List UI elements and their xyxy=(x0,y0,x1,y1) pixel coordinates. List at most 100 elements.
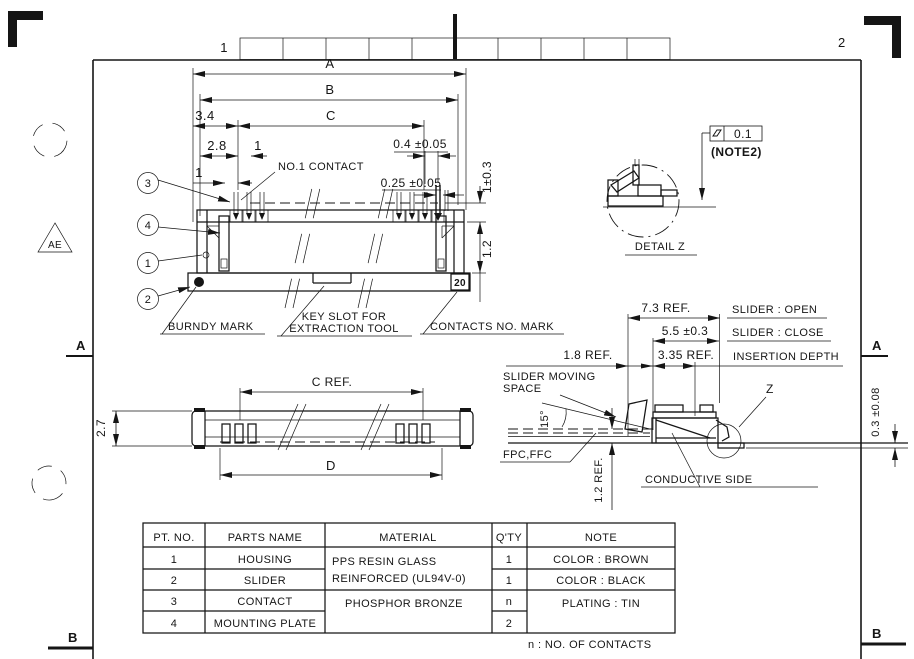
header-pt-no: PT. NO. xyxy=(153,532,194,544)
front-view-dimensions: A B 3.4 C 2.8 1 1 0.4 ±0.05 0.25 ±0.05 xyxy=(193,56,494,273)
key-slot-label-1: KEY SLOT FOR xyxy=(302,311,386,323)
parts-table-rows: 1 HOUSING 1 COLOR : BROWN 2 SLIDER 1 COL… xyxy=(171,554,649,630)
front-view-linework xyxy=(187,185,471,309)
flatness-symbol-icon xyxy=(712,129,722,137)
registration-circle-top xyxy=(32,122,68,158)
conductive-side-label: CONDUCTIVE SIDE xyxy=(645,474,752,486)
bottom-view: C REF. 2.7 D xyxy=(94,375,474,480)
cell-pt-1: 1 xyxy=(171,554,178,566)
detail-circle xyxy=(606,164,680,238)
cell-qty-3: n xyxy=(506,596,513,608)
dim-a-label: A xyxy=(325,56,334,71)
detail-z-title: DETAIL Z xyxy=(635,241,685,253)
cell-pt-2: 2 xyxy=(171,575,178,587)
contacts-count-label: 20 xyxy=(454,278,466,289)
dim-3-35-label: 3.35 REF. xyxy=(658,348,714,362)
balloon-3: 3 xyxy=(145,178,152,190)
header-material: MATERIAL xyxy=(379,532,436,544)
key-slot-label-2: EXTRACTION TOOL xyxy=(289,323,399,335)
dim-2-7-label: 2.7 xyxy=(94,419,108,437)
center-fold-tick xyxy=(453,14,457,59)
balloon-4: 4 xyxy=(145,220,152,232)
dim-1-left-label: 1 xyxy=(195,165,203,180)
angle-15-label: 15° xyxy=(539,410,551,428)
bottom-view-linework xyxy=(191,403,474,451)
dim-7-3-label: 7.3 REF. xyxy=(641,301,690,315)
grid-ref-left-a: A xyxy=(76,338,86,353)
balloon-2: 2 xyxy=(145,294,152,306)
table-footnote: n : NO. OF CONTACTS xyxy=(528,639,652,651)
detail-z-linework xyxy=(603,159,716,208)
parts-table-grid xyxy=(142,522,676,634)
registration-circle-bottom xyxy=(31,465,67,501)
cell-pt-4: 4 xyxy=(171,618,178,630)
cell-qty-4: 2 xyxy=(506,618,513,630)
contacts-number-box xyxy=(450,273,470,291)
contact-pins xyxy=(233,185,449,221)
cell-note-1: COLOR : BROWN xyxy=(553,554,649,566)
cell-qty-1: 1 xyxy=(506,554,513,566)
note2-label: (NOTE2) xyxy=(711,145,762,159)
side-view-linework xyxy=(508,399,908,459)
side-view-callouts: SLIDER MOVING SPACE 15° FPC,FFC Z CONDUC… xyxy=(500,371,818,488)
flatness-value: 0.1 xyxy=(734,127,752,141)
front-view-extension-lines xyxy=(192,68,486,302)
dim-1-2-ref-label: 1.2 REF. xyxy=(593,457,605,502)
z-detail-circle xyxy=(706,423,742,459)
dim-1-8-label: 1.8 REF. xyxy=(563,348,612,362)
grid-ref-right-a: A xyxy=(872,338,882,353)
side-view: 7.3 REF. SLIDER : OPEN 5.5 ±0.3 SLIDER :… xyxy=(500,301,908,510)
balloons: 3 4 1 2 xyxy=(137,172,231,310)
dim-3-4-label: 3.4 xyxy=(195,108,215,123)
cell-pt-3: 3 xyxy=(171,596,178,608)
front-view-callouts: NO.1 CONTACT 20 BURNDY MARK KEY SLOT FOR… xyxy=(160,161,564,337)
dim-c-ref-label: C REF. xyxy=(312,375,352,389)
fpc-ffc-label: FPC,FFC xyxy=(503,449,552,461)
header-qty: Q'TY xyxy=(496,532,523,544)
slider-moving-label-1: SLIDER MOVING xyxy=(503,371,596,383)
slider-moving-label-2: SPACE xyxy=(503,383,541,395)
sheet-frame xyxy=(92,59,862,659)
cell-material-housing-1: PPS RESIN GLASS xyxy=(332,556,436,568)
flatness-callout: 0.1 (NOTE2) xyxy=(699,125,763,200)
cell-material-housing-2: REINFORCED (UL94V-0) xyxy=(332,573,466,585)
grid-ref-top-left: 1 xyxy=(220,40,228,55)
dim-2-8-label: 2.8 xyxy=(207,138,227,153)
balloon-1: 1 xyxy=(145,258,152,270)
zone-ticks xyxy=(48,355,906,650)
dim-d-label: D xyxy=(326,458,336,473)
parts-table: PT. NO. PARTS NAME MATERIAL Q'TY NOTE 1 … xyxy=(142,522,676,651)
revision-triangle: AE xyxy=(37,222,73,253)
dim-0-3-label: 0.3 ±0.08 xyxy=(870,387,882,436)
dim-5-5-label: 5.5 ±0.3 xyxy=(662,324,708,338)
corner-crop-marks xyxy=(8,11,901,58)
dim-1-pitch-label: 1 xyxy=(254,138,262,153)
side-view-dimensions: 7.3 REF. SLIDER : OPEN 5.5 ±0.3 SLIDER :… xyxy=(506,301,898,510)
cell-material-contact: PHOSPHOR BRONZE xyxy=(345,598,463,610)
cell-name-3: CONTACT xyxy=(237,596,292,608)
cell-note-3-merged: PLATING : TIN xyxy=(562,598,640,610)
cell-note-2: COLOR : BLACK xyxy=(556,575,646,587)
grid-ref-left-b: B xyxy=(68,630,78,645)
burndy-mark-dot xyxy=(194,277,204,287)
z-label: Z xyxy=(766,382,774,396)
bottom-view-dimensions: C REF. 2.7 D xyxy=(94,375,443,480)
cell-qty-2: 1 xyxy=(506,575,513,587)
revision-mark-label: AE xyxy=(48,240,62,251)
cell-name-2: SLIDER xyxy=(244,575,286,587)
insertion-depth-label: INSERTION DEPTH xyxy=(733,351,839,363)
dim-c-label: C xyxy=(326,108,336,123)
dim-b-label: B xyxy=(325,82,334,97)
header-note: NOTE xyxy=(585,532,617,544)
dim-1-03-label: 1±0.3 xyxy=(480,161,494,193)
grid-ref-top-right: 2 xyxy=(838,35,846,50)
header-parts-name: PARTS NAME xyxy=(228,532,303,544)
folding-ruler-strip xyxy=(239,14,671,60)
grid-ref-right-b: B xyxy=(872,626,882,641)
slider-open-label: SLIDER : OPEN xyxy=(732,304,817,316)
front-view: A B 3.4 C 2.8 1 1 0.4 ±0.05 0.25 ±0.05 xyxy=(137,56,564,337)
cell-name-4: MOUNTING PLATE xyxy=(214,618,317,630)
dim-0-25-label: 0.25 ±0.05 xyxy=(381,176,442,190)
